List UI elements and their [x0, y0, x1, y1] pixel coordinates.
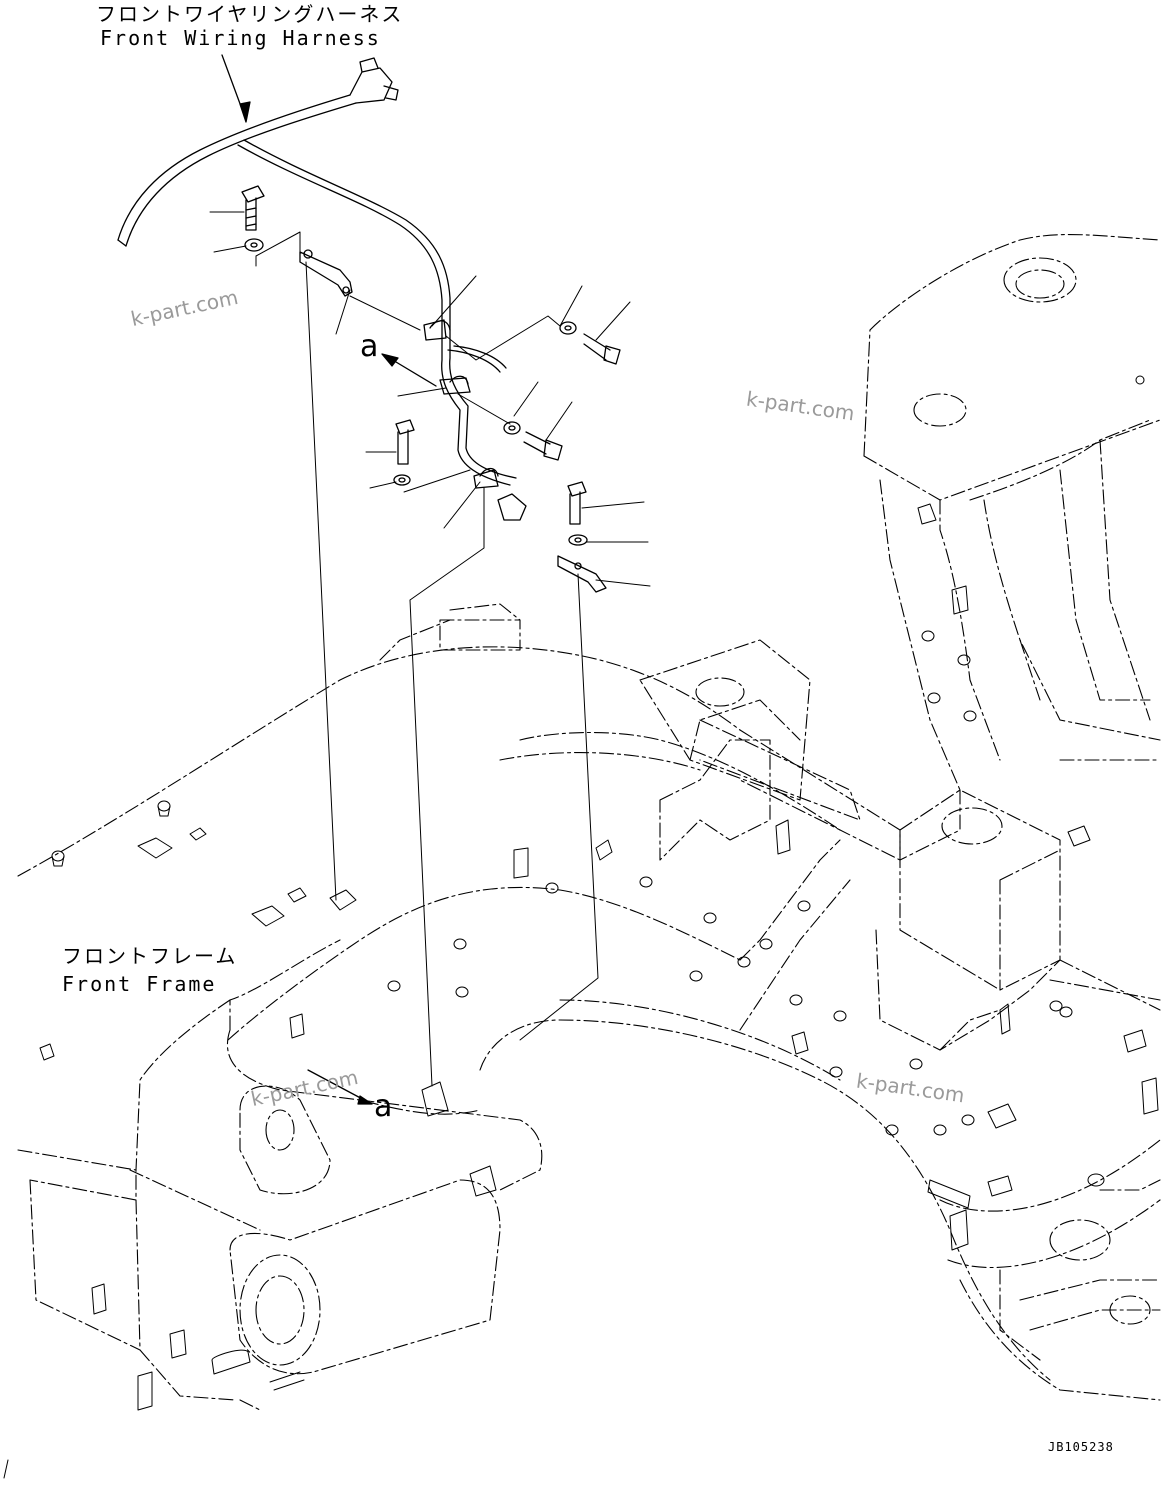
- callout-leaders: [209, 211, 651, 587]
- view-arrow-upper: [381, 353, 437, 387]
- bolt-3: [523, 431, 563, 461]
- front-frame: [17, 233, 1161, 1411]
- washer-1: [244, 238, 264, 252]
- clamp-3: [439, 375, 471, 395]
- bolt-1: [241, 185, 265, 231]
- mounting-lines: [255, 231, 599, 1087]
- clamp-4: [473, 467, 499, 489]
- view-a-label-upper: a: [360, 329, 379, 364]
- drawing-code: JB105238: [1048, 1440, 1114, 1454]
- bolt-2: [583, 333, 621, 365]
- clamp-2: [423, 319, 451, 341]
- washer-5: [568, 534, 588, 546]
- harness-leader-arrow: [221, 54, 251, 123]
- bolt-5: [567, 481, 587, 525]
- washer-4: [393, 474, 411, 486]
- washer-2: [559, 321, 577, 335]
- bolt-4: [395, 419, 415, 465]
- frame-label-en: Front Frame: [62, 972, 217, 996]
- frame-bosses: [39, 375, 1159, 1411]
- harness-label-en: Front Wiring Harness: [100, 26, 381, 50]
- clamp-5: [557, 555, 607, 593]
- frame-label-jp: フロントフレーム: [62, 944, 238, 968]
- corner-mark: [3, 1459, 9, 1479]
- harness-label-jp: フロントワイヤリングハーネス: [96, 2, 404, 26]
- clamp-1: [299, 249, 353, 297]
- view-a-label-lower: a: [374, 1089, 393, 1124]
- washer-3: [503, 421, 521, 435]
